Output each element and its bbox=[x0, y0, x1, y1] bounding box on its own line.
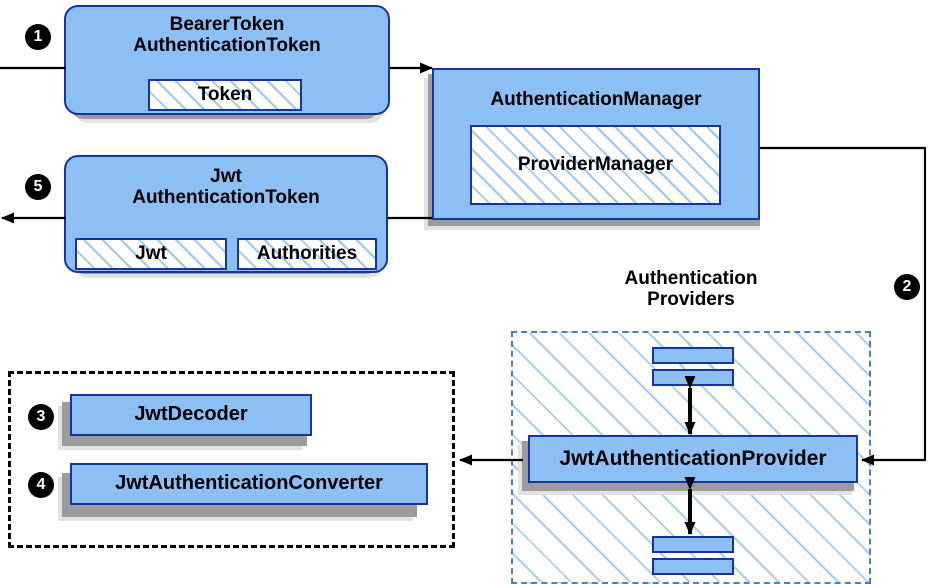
provider-bar-bottom-1 bbox=[652, 536, 734, 553]
jwt-token-title-line2: AuthenticationToken bbox=[132, 186, 320, 208]
node-jwt-field[interactable]: Jwt bbox=[75, 238, 227, 270]
node-authorities-field[interactable]: Authorities bbox=[237, 238, 377, 270]
bearer-token-title-line1: BearerToken bbox=[169, 14, 285, 35]
badge-step-4: 4 bbox=[28, 472, 54, 498]
provider-bar-top-1 bbox=[652, 347, 734, 364]
authentication-manager-label: AuthenticationManager bbox=[490, 89, 702, 110]
jwt-token-title-line1: Jwt bbox=[210, 166, 242, 187]
node-jwt-authentication-converter[interactable]: JwtAuthenticationConverter bbox=[70, 463, 428, 505]
node-token-field[interactable]: Token bbox=[148, 79, 302, 111]
node-jwt-authentication-provider[interactable]: JwtAuthenticationProvider bbox=[528, 435, 858, 483]
badge-step-2: 2 bbox=[894, 274, 920, 300]
badge-step-5: 5 bbox=[25, 174, 51, 200]
bearer-token-title-line2: AuthenticationToken bbox=[133, 34, 321, 56]
node-provider-manager[interactable]: ProviderManager bbox=[470, 125, 721, 205]
authentication-providers-title-line2: Providers bbox=[647, 289, 735, 311]
provider-bar-top-2 bbox=[652, 369, 734, 386]
provider-bar-bottom-2 bbox=[652, 558, 734, 575]
authentication-providers-title: Authentication Providers bbox=[561, 268, 821, 311]
badge-step-1: 1 bbox=[25, 24, 51, 50]
authentication-providers-title-line1: Authentication bbox=[624, 268, 758, 289]
badge-step-3: 3 bbox=[28, 404, 54, 430]
node-jwt-decoder[interactable]: JwtDecoder bbox=[70, 394, 312, 436]
